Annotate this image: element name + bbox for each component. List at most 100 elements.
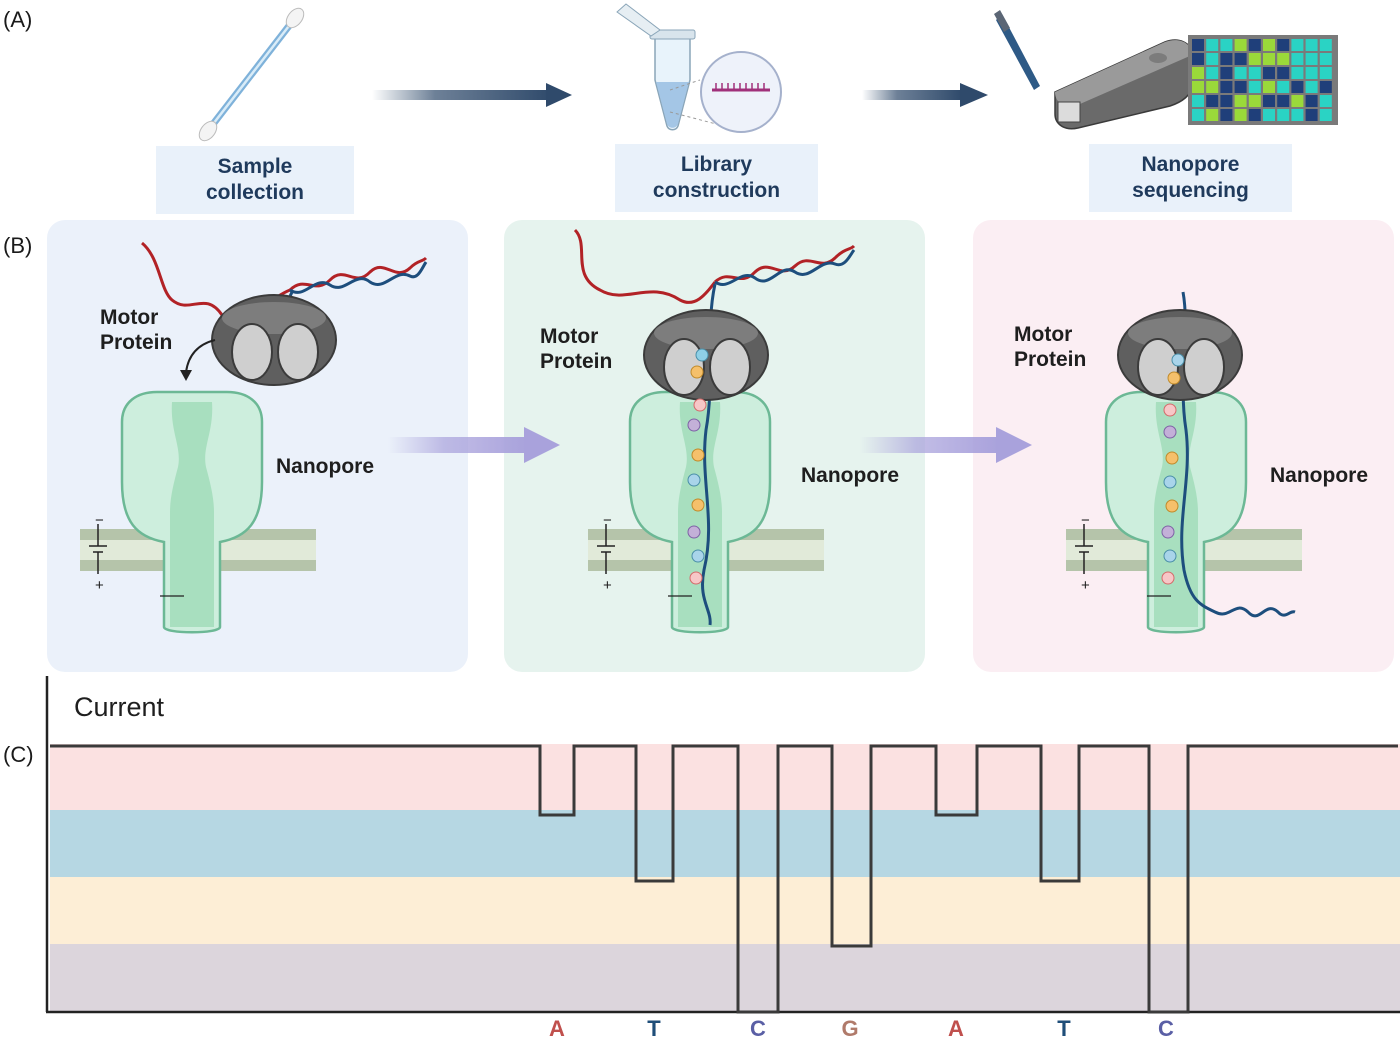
current-axis-title: Current [74,692,165,722]
motor-label-line: Protein [1014,348,1087,371]
grid-cell [1291,39,1304,51]
grid-cell [1319,39,1332,51]
grid-cell [1234,95,1247,107]
grid-cell [1192,39,1204,51]
battery-plus-left: + [95,577,104,594]
grid-cell [1305,109,1318,121]
battery-plus-right: + [1081,577,1090,594]
base-label: A [549,1016,565,1041]
grid-cell [1192,95,1204,107]
level-band-t [50,810,1400,877]
battery-minus-middle: − [603,512,612,529]
base-label: C [750,1016,766,1041]
grid-cell [1319,109,1332,121]
base-label: G [841,1016,859,1041]
grid-cell [1319,95,1332,107]
grid-cell [1248,109,1261,121]
grid-cell [1263,95,1275,107]
step-label-sample-collection: Sample collection [156,146,354,214]
grid-cell [1248,39,1261,51]
grid-cell [1206,67,1219,79]
grid-cell [1206,95,1219,107]
step-label-line: sequencing [1132,179,1249,202]
grid-cell [1291,95,1304,107]
swab-illustration [198,7,305,142]
grid-cell [1305,39,1318,51]
grid-cell [1305,67,1318,79]
grid-cell [1248,81,1261,93]
grid-cell [1234,39,1247,51]
grid-cell [1206,53,1219,65]
grid-cell [1220,81,1233,93]
arrow-b1-to-b2 [388,437,528,453]
sequencing-output-grid [1188,35,1338,125]
panel-letter-b: (B) [3,233,33,258]
grid-cell [1220,109,1233,121]
step-label-line: Sample [217,155,293,178]
grid-cell [1305,95,1318,107]
grid-cell [1248,95,1261,107]
arrow-b2-to-b3 [860,437,1000,453]
grid-cell [1277,53,1290,65]
nanopore-label-middle: Nanopore [801,464,900,487]
nucleotide-beads-right [1161,353,1185,585]
grid-cell [1291,67,1304,79]
base-label: T [1057,1016,1071,1041]
grid-cell [1305,53,1318,65]
grid-cell [1263,109,1275,121]
motor-label-line: Motor [540,325,599,348]
grid-cell [1220,67,1233,79]
motor-label-line: Motor [100,306,159,329]
grid-cell [1248,67,1261,79]
grid-cell [1234,67,1247,79]
sequencer-illustration [994,10,1193,130]
grid-cell [1291,109,1304,121]
grid-cell [1234,81,1247,93]
grid-cell [1220,39,1233,51]
base-label: A [948,1016,964,1041]
arrow-collection-to-library [372,90,552,100]
step-label-line: Nanopore [1141,153,1240,176]
grid-cell [1277,95,1290,107]
grid-cell [1291,53,1304,65]
nanopore-label-right: Nanopore [1270,464,1369,487]
grid-cell [1319,67,1332,79]
grid-cell [1263,53,1275,65]
motor-label-line: Motor [1014,323,1073,346]
grid-cell [1234,109,1247,121]
base-label: C [1158,1016,1174,1041]
grid-cell [1277,81,1290,93]
arrow-library-to-sequencing [862,90,962,100]
battery-plus-middle: + [603,577,612,594]
grid-cell [1263,39,1275,51]
grid-cell [1220,53,1233,65]
grid-cell [1319,53,1332,65]
level-band-c [50,877,1400,944]
grid-cell [1192,53,1204,65]
base-label: T [647,1016,661,1041]
nanopore-label-left: Nanopore [276,455,375,478]
grid-cell [1263,67,1275,79]
battery-minus-left: − [95,512,104,529]
grid-cell [1192,81,1204,93]
grid-cell [1277,39,1290,51]
grid-cell [1305,81,1318,93]
grid-cell [1291,81,1304,93]
grid-cell [1319,81,1332,93]
motor-label-line: Protein [100,331,173,354]
grid-cell [1192,67,1204,79]
step-label-line: Library [680,153,753,176]
grid-cell [1263,81,1275,93]
strand-right [1180,291,1296,618]
step-label-line: collection [205,181,305,204]
tube-illustration [616,3,782,133]
panel-letter-a: (A) [3,7,33,32]
current-trace [50,744,1398,1014]
grid-cell [1206,109,1219,121]
grid-cell [1206,81,1219,93]
grid-cell [1206,39,1219,51]
battery-minus-right: − [1081,512,1090,529]
step-label-nanopore-sequencing: Nanopore sequencing [1089,144,1292,212]
